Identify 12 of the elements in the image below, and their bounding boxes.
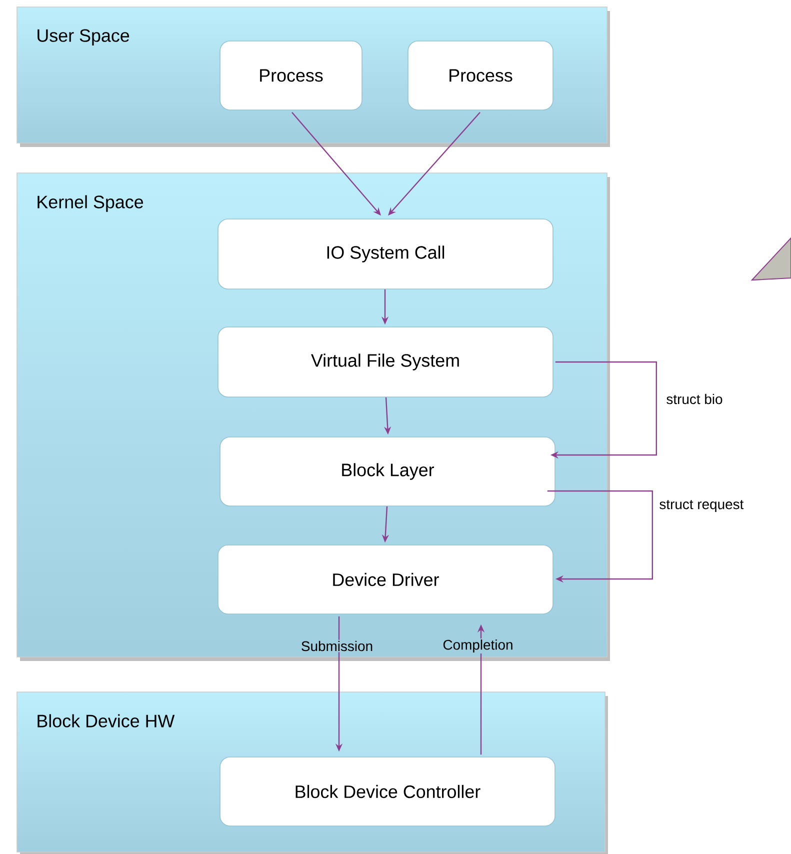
process-box: Block Device Controller (220, 756, 556, 826)
process-box: Process (408, 40, 554, 110)
process-box: Device Driver (218, 544, 554, 614)
process-box: Virtual File System (218, 326, 554, 398)
process-box: Block Layer (220, 436, 556, 506)
process-box: Process (220, 40, 362, 110)
arrow (547, 490, 653, 583)
process-box: IO System Call (218, 218, 554, 290)
edge-label: struct bio (665, 392, 724, 406)
edge-label: Completion (442, 638, 514, 654)
edge-label: Submission (300, 640, 374, 652)
edge-label: struct request (658, 499, 745, 513)
